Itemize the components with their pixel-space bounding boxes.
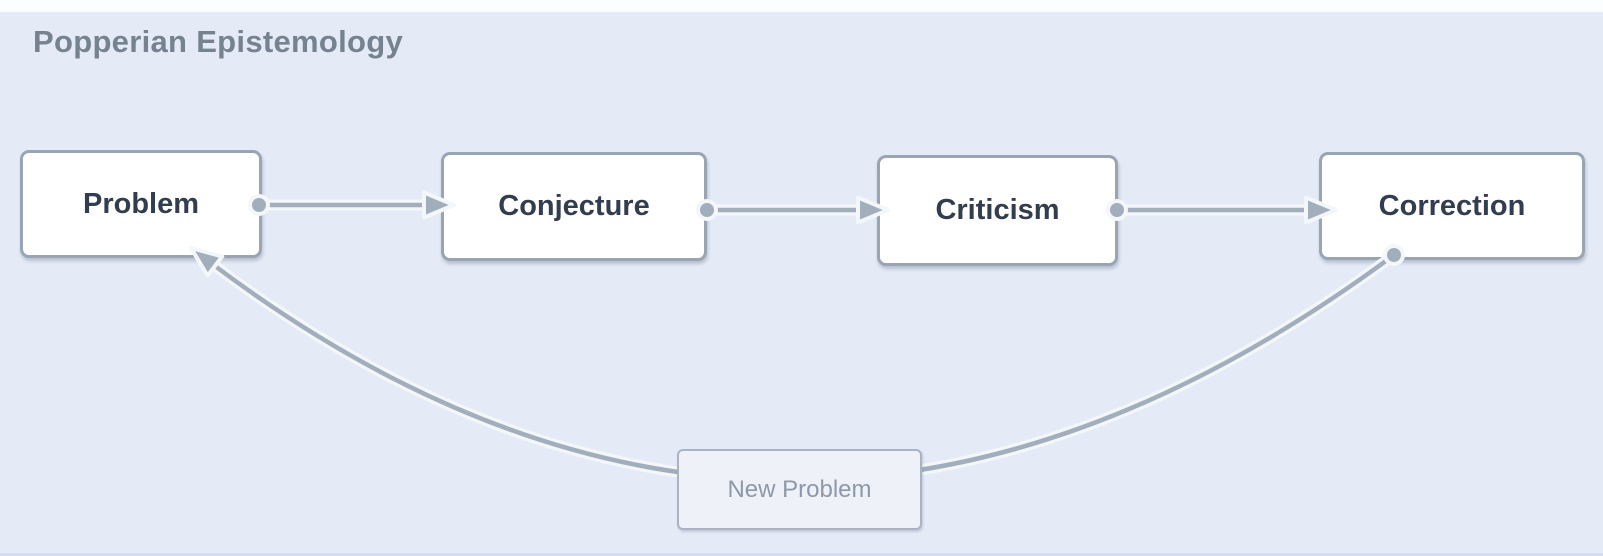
bottom-strip xyxy=(0,553,1603,556)
node-problem[interactable]: Problem xyxy=(20,150,262,258)
node-correction-label: Correction xyxy=(1378,189,1526,222)
top-strip xyxy=(0,0,1603,12)
edge-criticism-to-correction xyxy=(1106,195,1338,225)
node-new-problem-label: New Problem xyxy=(727,475,872,503)
edge-conjecture-to-criticism xyxy=(696,195,890,225)
node-criticism[interactable]: Criticism xyxy=(877,155,1118,266)
node-correction[interactable]: Correction xyxy=(1319,152,1585,260)
node-problem-label: Problem xyxy=(82,187,200,220)
edge-problem-to-conjecture xyxy=(248,190,456,220)
node-conjecture[interactable]: Conjecture xyxy=(441,152,707,261)
edge-correction-to-problem xyxy=(189,244,1405,486)
diagram-title: Popperian Epistemology xyxy=(33,24,404,59)
node-new-problem[interactable]: New Problem xyxy=(677,449,922,530)
node-conjecture-label: Conjecture xyxy=(498,190,650,222)
node-criticism-label: Criticism xyxy=(935,194,1060,226)
